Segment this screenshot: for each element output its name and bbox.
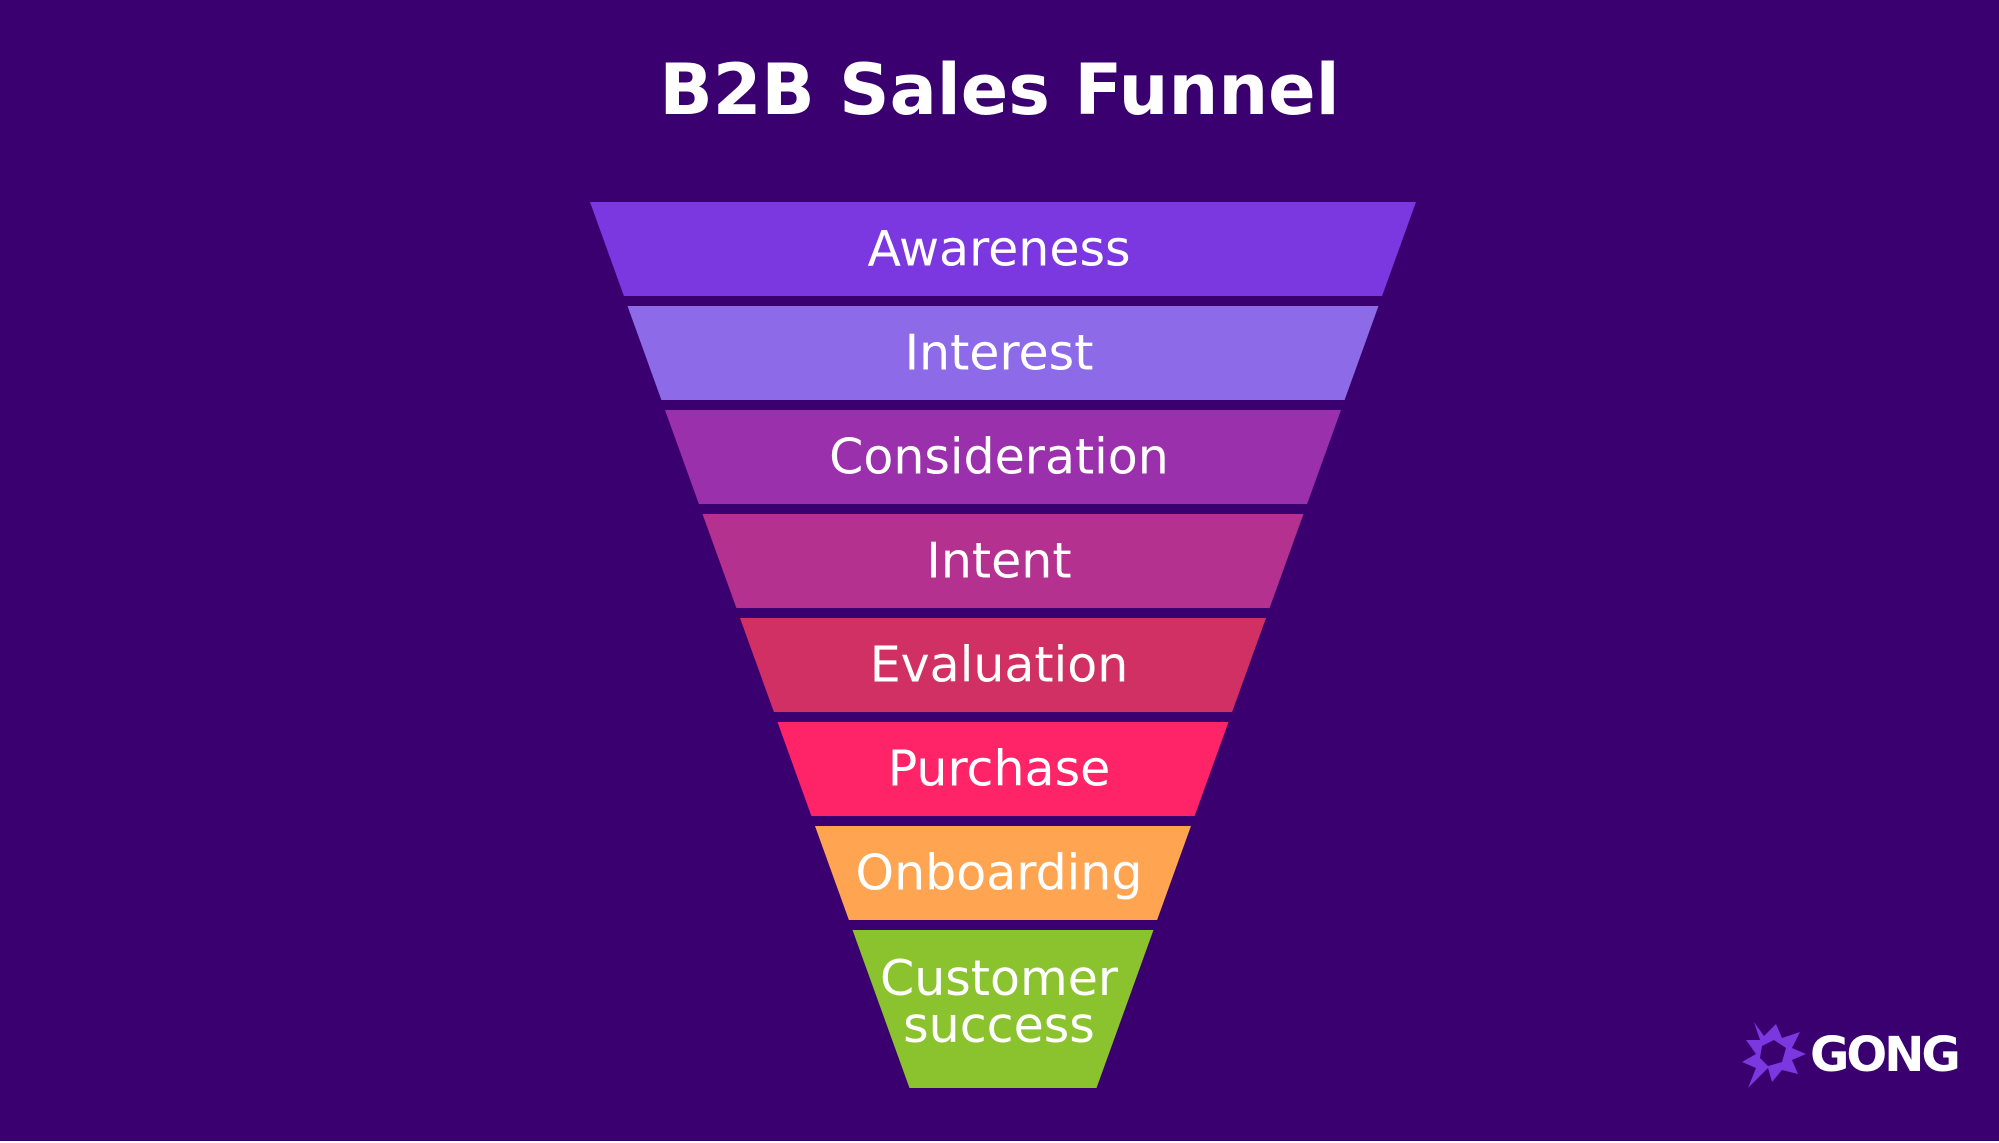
funnel-stage-label: Evaluation [870,637,1129,694]
funnel-stage: Evaluation [740,618,1266,712]
funnel-stage: Intent [702,514,1304,608]
funnel-stage-label: Purchase [888,741,1111,798]
starburst-icon [1742,1022,1806,1088]
funnel-stage-label: Awareness [867,221,1130,278]
funnel-stage-label: Consideration [829,429,1169,486]
funnel-stage-label: Intent [926,533,1071,590]
page-title: B2B Sales Funnel [659,49,1340,131]
funnel-stage-label: Onboarding [856,845,1143,902]
funnel-band [702,514,1304,608]
funnel-band [665,410,1341,504]
funnel-band [627,306,1379,400]
funnel-stage: Onboarding [815,826,1191,920]
funnel-stage-label: success [903,997,1095,1054]
logo-wordmark: GONG [1810,1027,1961,1083]
funnel-stage: Awareness [590,202,1416,296]
gong-logo: GONG [1742,1020,1961,1090]
funnel-stage: Consideration [665,410,1341,504]
funnel-band [740,618,1266,712]
funnel-band [815,826,1191,920]
bottom-edge [0,1141,1999,1143]
funnel-stage: Interest [627,306,1379,400]
funnel-band [852,930,1154,1088]
funnel-band [590,202,1416,296]
funnel-band [777,722,1229,816]
funnel-stage-label: Customer [880,950,1119,1007]
funnel-stage-label: Interest [905,325,1094,382]
funnel-stage: Purchase [777,722,1229,816]
